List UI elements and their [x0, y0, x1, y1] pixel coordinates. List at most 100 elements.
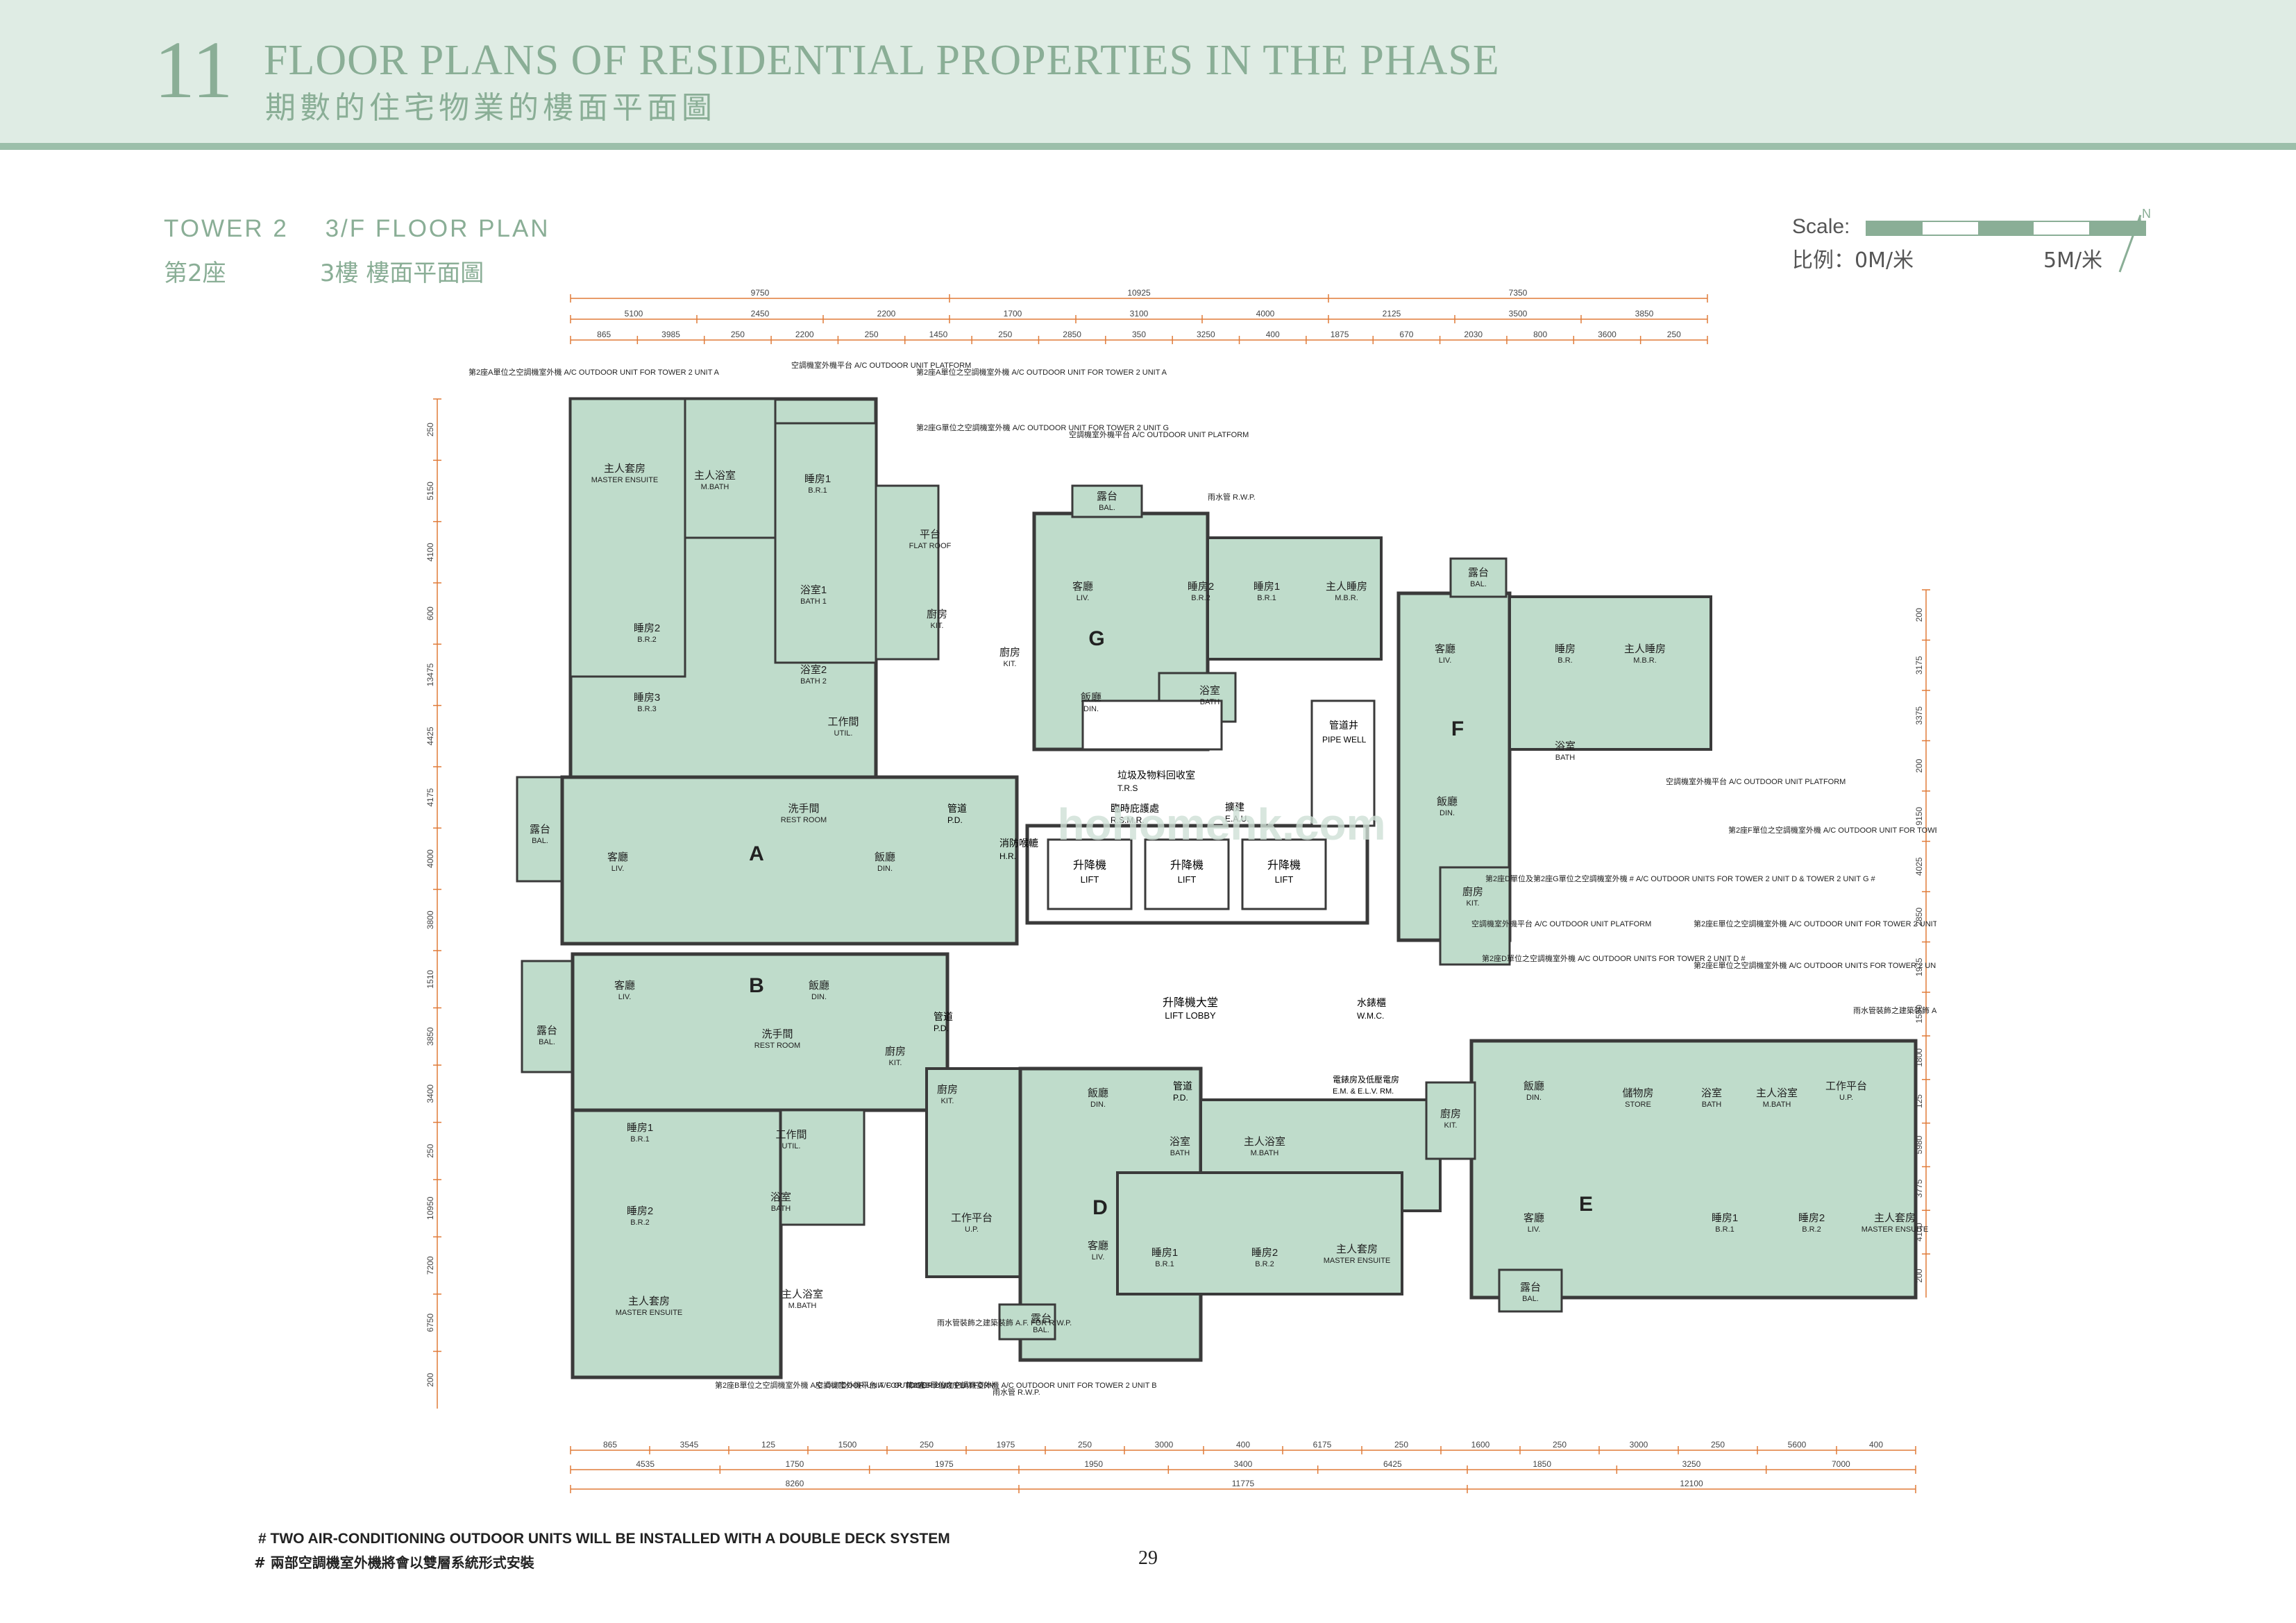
- annotation-13: 雨水管裝飾之建築裝飾 A.F. FOR R.W.P.: [1853, 1005, 1936, 1015]
- bottom-dim-r1-1: 3545: [680, 1440, 699, 1450]
- floor-label-zh: 3樓 樓面平面圖: [319, 260, 484, 287]
- top-dim-r1-1: 10925: [1127, 288, 1151, 298]
- room-label-zh: 睡房1: [1151, 1247, 1178, 1259]
- unit-letter-d: D: [1092, 1196, 1108, 1219]
- room-label-en: B.R.1: [1155, 1260, 1174, 1268]
- room-label-en: KIT.: [889, 1059, 902, 1067]
- room-label-en: BAL.: [1470, 580, 1487, 588]
- bottom-dim-r1-13: 3000: [1630, 1440, 1648, 1450]
- room-label-zh: 主人套房: [1336, 1243, 1378, 1255]
- left-dim-b-1: 3850: [425, 1027, 435, 1046]
- rsmr-en: R.S.M.R.: [1111, 815, 1145, 825]
- room-label-zh: 廚房: [1440, 1107, 1461, 1120]
- bottom-dim-r2-7: 3250: [1682, 1459, 1701, 1469]
- top-dim-r3-12: 670: [1399, 330, 1413, 339]
- left-dimensions: 2505150410060013475442541754000380015103…: [425, 398, 441, 1409]
- room-label-zh: 露台: [1520, 1282, 1541, 1293]
- room-label-zh: 浴室1: [800, 584, 827, 596]
- annotation-15: 空調機室外機平台 A/C OUTDOOR UNIT PLATFORM: [816, 1380, 995, 1390]
- room-label-zh: 露台: [530, 824, 550, 835]
- top-dim-r2-0: 5100: [625, 309, 643, 318]
- top-dim-r1-2: 7350: [1509, 288, 1528, 298]
- top-dim-r2-7: 3500: [1509, 309, 1528, 318]
- left-dim-a-7: 4000: [425, 849, 435, 868]
- bottom-dim-r2-5: 6425: [1383, 1459, 1402, 1469]
- building-core: 升降機 LIFT 升降機 LIFT 升降機 LIFT 升降機大堂 LIFT LO…: [934, 699, 1399, 1103]
- wmc-zh: 水錶櫃: [1357, 997, 1386, 1008]
- room-label-zh: 露台: [1468, 567, 1489, 579]
- top-dim-r3-9: 3250: [1197, 330, 1215, 339]
- room-label-zh: 廚房: [937, 1083, 958, 1096]
- room-label-en: LIV.: [1439, 656, 1452, 665]
- pipe-duct-3-zh: 管道: [1173, 1080, 1192, 1091]
- top-dim-r3-5: 1450: [929, 330, 948, 339]
- header-rule: [0, 143, 2296, 150]
- top-dim-r2-1: 2450: [751, 309, 770, 318]
- top-dim-r3-8: 350: [1132, 330, 1146, 339]
- unit-g: [1032, 484, 1383, 751]
- bottom-dim-r1-3: 1500: [838, 1440, 857, 1450]
- annotation-12: 第2座E單位之空調機室外機 A/C OUTDOOR UNITS FOR TOWE…: [1694, 960, 1936, 970]
- right-dim-a-7: 1975: [1914, 958, 1924, 976]
- bottom-dim-r1-14: 250: [1711, 1440, 1725, 1450]
- top-dim-r3-1: 3985: [661, 330, 680, 339]
- room-label-zh: 客廳: [1523, 1212, 1544, 1224]
- left-dim-b-5: 7200: [425, 1256, 435, 1275]
- room-label-en: KIT.: [931, 622, 944, 630]
- room-label-en: BATH: [1170, 1149, 1190, 1157]
- pipe-duct-1-zh: 管道: [947, 803, 967, 814]
- bottom-dim-r1-7: 3000: [1155, 1440, 1174, 1450]
- bottom-dim-r1-9: 6175: [1313, 1440, 1332, 1450]
- room-label-zh: 客廳: [1088, 1239, 1108, 1252]
- lift-1-en: LIFT: [1081, 874, 1099, 885]
- top-dim-r3-3: 2200: [795, 330, 814, 339]
- hose-reel-zh: 消防喉轆: [999, 838, 1038, 849]
- room-label-zh: 飯廳: [809, 979, 829, 992]
- top-dim-r3-0: 865: [597, 330, 611, 339]
- room-label-zh: 洗手間: [761, 1028, 793, 1040]
- room-label-en: MASTER ENSUITE: [616, 1309, 683, 1317]
- room-label-en: UTIL.: [782, 1142, 801, 1150]
- room-label-zh: 主人浴室: [1756, 1087, 1798, 1099]
- room-label-en: BATH: [1200, 698, 1220, 706]
- trs-en: T.R.S: [1117, 783, 1138, 793]
- left-dim-a-2: 4100: [425, 543, 435, 561]
- scale-end-label: 5M/米: [2043, 248, 2103, 273]
- annotations: 第2座A單位之空調機室外機 A/C OUTDOOR UNIT FOR TOWER…: [469, 360, 1936, 1397]
- lift-2-en: LIFT: [1178, 874, 1197, 885]
- annotation-10: 第2座D單位之空調機室外機 A/C OUTDOOR UNITS FOR TOWE…: [1482, 953, 1746, 963]
- room-label-en: M.B.R.: [1335, 594, 1358, 602]
- section-number: 11: [154, 24, 233, 115]
- room-label-en: KIT.: [1004, 660, 1017, 668]
- room-label-en: DIN.: [1440, 809, 1455, 817]
- bottom-dim-r1-5: 1975: [997, 1440, 1015, 1450]
- room-label-zh: 露台: [537, 1025, 557, 1037]
- room-label-en: MASTER ENSUITE: [1324, 1257, 1391, 1265]
- hose-reel-en: H.R.: [999, 851, 1016, 861]
- pipe-duct-1-en: P.D.: [947, 815, 963, 825]
- section-title-en: FLOOR PLANS OF RESIDENTIAL PROPERTIES IN…: [264, 37, 1500, 84]
- room-label-zh: 睡房1: [1712, 1212, 1738, 1224]
- annotation-17: 雨水管裝飾之建築裝飾 A.F. FOR R.W.P.: [937, 1318, 1072, 1327]
- header-band: [0, 0, 2296, 143]
- bottom-dim-r1-15: 5600: [1788, 1440, 1807, 1450]
- top-dim-r3-2: 250: [731, 330, 745, 339]
- top-dim-r2-6: 2125: [1383, 309, 1401, 318]
- room-label-en: U.P.: [965, 1225, 979, 1234]
- room-label-zh: 飯廳: [875, 851, 895, 863]
- room-label-en: BATH: [1555, 754, 1576, 762]
- room-label-zh: 浴室: [1555, 740, 1576, 752]
- right-dim-a-5: 4025: [1914, 857, 1924, 876]
- pipe-well-en: PIPE WELL: [1322, 735, 1367, 745]
- bottom-dim-r1-6: 250: [1078, 1440, 1092, 1450]
- annotation-2: 第2座A單位之空調機室外機 A/C OUTDOOR UNIT FOR TOWER…: [916, 367, 1167, 377]
- room-label-zh: 露台: [1031, 1313, 1052, 1325]
- tower-label-en: TOWER 2: [164, 215, 289, 242]
- room-label-en: B.R.1: [1715, 1225, 1734, 1234]
- right-dim-a-6: 2850: [1914, 908, 1924, 926]
- floor-label-en: 3/F FLOOR PLAN: [325, 215, 550, 242]
- annotation-4: 空調機室外機平台 A/C OUTDOOR UNIT PLATFORM: [1069, 430, 1249, 439]
- annotation-14: 第2座B單位之空調機室外機 A/C OUTDOOR UNIT FOR TOWER…: [715, 1380, 966, 1390]
- room-label-en: DIN.: [1526, 1094, 1542, 1102]
